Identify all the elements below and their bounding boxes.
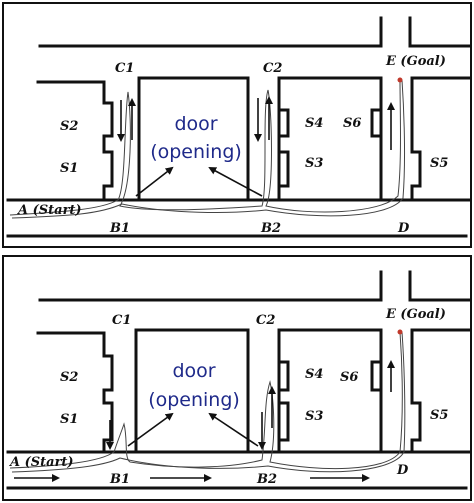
label-opening: (opening) bbox=[150, 141, 242, 163]
label-d: D bbox=[396, 463, 409, 478]
label-s5: S5 bbox=[430, 156, 448, 171]
label-c2: C2 bbox=[263, 61, 282, 76]
label-b1: B1 bbox=[109, 221, 130, 236]
upper-wall bbox=[38, 270, 383, 302]
room-left-wall bbox=[6, 331, 114, 454]
path-trajectory bbox=[9, 79, 401, 216]
goal-marker bbox=[397, 329, 403, 335]
label-s3: S3 bbox=[305, 409, 323, 424]
room-right-bumps-left bbox=[277, 108, 290, 188]
panel-bottom: C1 C2 E (Goal) S2 S1 S4 S6 S3 S5 A (Star… bbox=[2, 255, 472, 501]
arrow-door-left bbox=[135, 166, 174, 197]
panel-frame bbox=[2, 255, 472, 501]
panel-top: C1 C2 E (Goal) S2 S1 S4 S6 S3 S5 A (Star… bbox=[2, 2, 472, 248]
label-c1: C1 bbox=[115, 61, 134, 76]
label-s6: S6 bbox=[343, 116, 361, 131]
arrow-door-right bbox=[208, 412, 259, 447]
room-left-wall bbox=[6, 80, 114, 202]
upper-wall bbox=[38, 16, 383, 48]
room-right-bumps-right bbox=[370, 360, 383, 392]
room-far-right-wall bbox=[410, 328, 472, 454]
path-trajectory-2 bbox=[11, 79, 406, 219]
label-s2: S2 bbox=[60, 370, 78, 385]
label-door: door bbox=[172, 360, 215, 382]
label-s6: S6 bbox=[340, 370, 358, 385]
room-right-bumps-right bbox=[370, 108, 383, 138]
label-b2: B2 bbox=[260, 221, 281, 236]
label-s2: S2 bbox=[60, 119, 78, 134]
label-b1: B1 bbox=[109, 472, 130, 487]
label-c1: C1 bbox=[112, 313, 131, 328]
panel-frame bbox=[2, 2, 472, 248]
label-s1: S1 bbox=[60, 161, 78, 176]
label-start: A (Start) bbox=[16, 203, 82, 218]
room-far-right-wall bbox=[410, 76, 472, 202]
path-trajectory bbox=[9, 331, 403, 470]
room-right-wall bbox=[277, 76, 383, 202]
label-s1: S1 bbox=[60, 412, 78, 427]
label-b2: B2 bbox=[256, 472, 277, 487]
label-opening: (opening) bbox=[148, 389, 240, 411]
label-s5: S5 bbox=[430, 408, 448, 423]
arrow-door-right bbox=[208, 167, 263, 197]
label-c2: C2 bbox=[256, 313, 275, 328]
label-goal: E (Goal) bbox=[385, 54, 446, 69]
label-s4: S4 bbox=[305, 116, 323, 131]
label-d: D bbox=[397, 221, 410, 236]
label-start: A (Start) bbox=[8, 455, 74, 470]
arrow-door-left bbox=[127, 412, 174, 447]
path-trajectory-2 bbox=[11, 331, 406, 473]
room-right-wall bbox=[277, 328, 383, 454]
goal-marker bbox=[397, 77, 403, 83]
label-s4: S4 bbox=[305, 367, 323, 382]
label-goal: E (Goal) bbox=[385, 307, 446, 322]
label-door: door bbox=[174, 113, 217, 135]
room-right-bumps-left bbox=[277, 360, 290, 442]
label-s3: S3 bbox=[305, 156, 323, 171]
